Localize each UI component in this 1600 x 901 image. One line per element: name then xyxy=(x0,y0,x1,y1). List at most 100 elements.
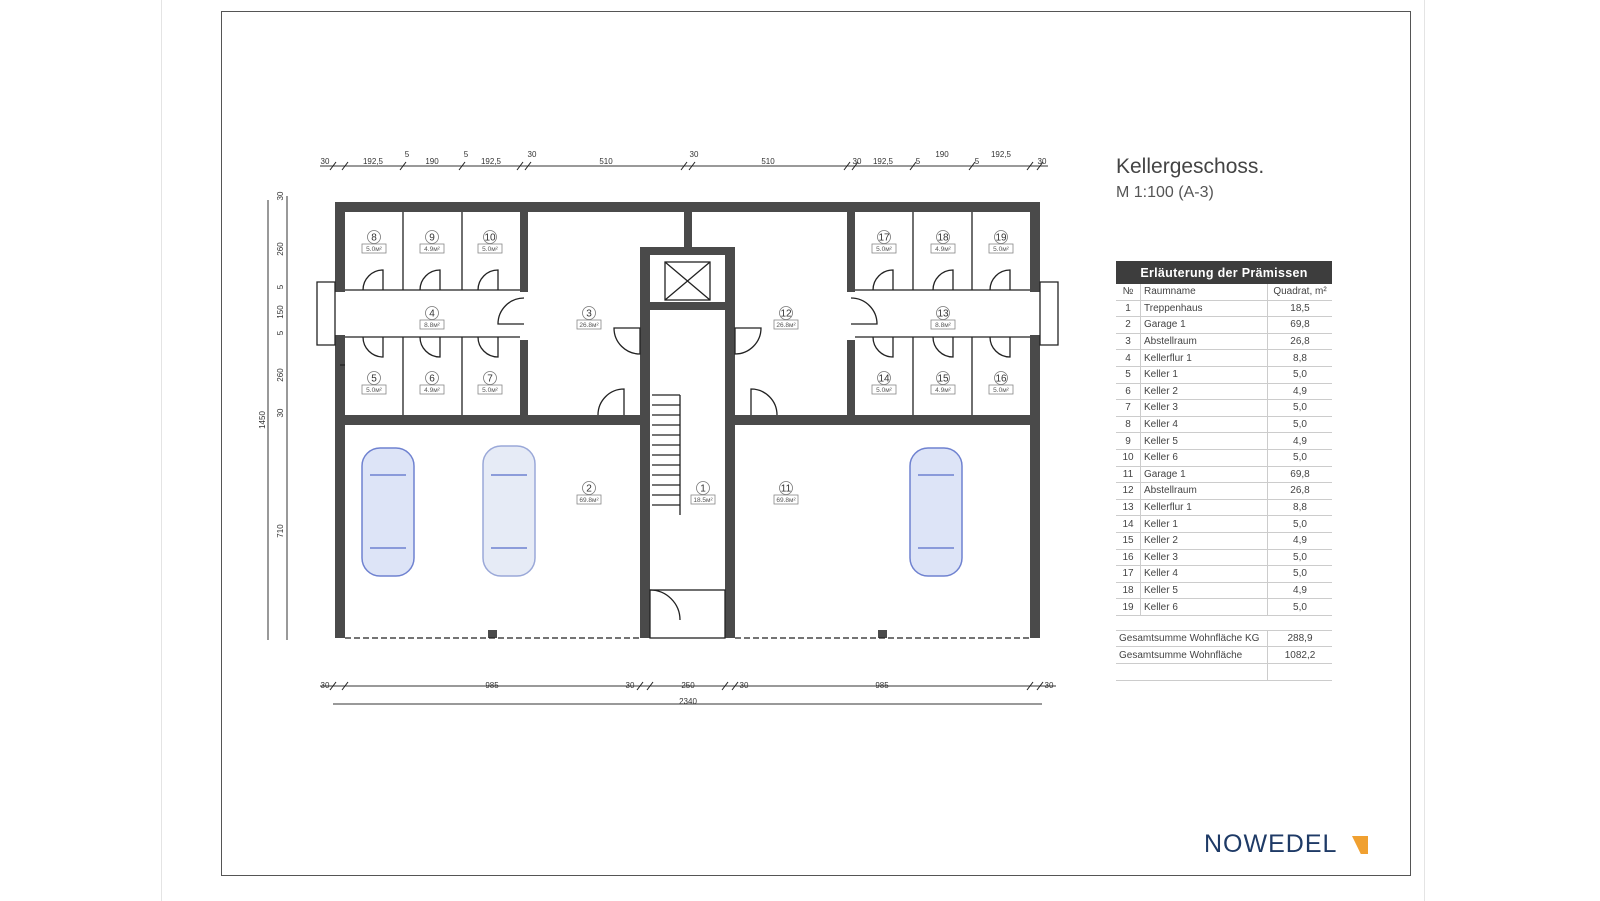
room-label: 7 5.0м² xyxy=(477,371,503,395)
dimension-label: 192,5 xyxy=(481,157,502,166)
room-number: 3 xyxy=(1116,333,1141,351)
room-name: Keller 2 xyxy=(1140,532,1268,550)
room-number: 17 xyxy=(878,233,890,244)
room-label: 10 5.0м² xyxy=(477,230,503,254)
column-header: Quadrat, m² xyxy=(1267,284,1332,301)
dimension-label: 5 xyxy=(276,284,285,289)
room-name: Treppenhaus xyxy=(1140,300,1268,318)
room-area: 5,0 xyxy=(1267,549,1332,567)
dimension-label: 30 xyxy=(853,157,862,166)
room-name: Keller 5 xyxy=(1140,432,1268,450)
room-name: Garage 1 xyxy=(1140,466,1268,484)
dimension-label: 150 xyxy=(276,305,285,319)
room-number: 4 xyxy=(429,309,435,320)
room-number: 8 xyxy=(371,233,377,244)
room-area: 4.9м² xyxy=(935,246,952,253)
room-area: 5,0 xyxy=(1267,515,1332,533)
room-label: 2 69.8м² xyxy=(576,481,602,505)
room-number: 19 xyxy=(1116,598,1141,616)
dimension-tick xyxy=(458,161,466,171)
room-name: Keller 3 xyxy=(1140,549,1268,567)
drawing-frame xyxy=(221,11,1411,876)
room-number: 16 xyxy=(1116,549,1141,567)
dimension-tick xyxy=(721,681,729,691)
room-area: 4.9м² xyxy=(424,387,441,394)
room-area: 5.0м² xyxy=(366,246,383,253)
room-label: 12 26.8м² xyxy=(773,306,799,330)
dimension-label: 5 xyxy=(464,150,469,159)
room-area: 26,8 xyxy=(1267,482,1332,500)
room-area: 5,0 xyxy=(1267,366,1332,384)
room-area: 8.8м² xyxy=(424,322,441,329)
room-name: Keller 3 xyxy=(1140,399,1268,417)
empty-row xyxy=(1116,663,1332,681)
legend-heading: Erläuterung der Prämissen xyxy=(1116,261,1332,284)
walls xyxy=(335,202,1040,638)
dimension-label: 985 xyxy=(485,681,499,690)
dimension-label: 30 xyxy=(276,191,285,200)
room-area: 5,0 xyxy=(1267,449,1332,467)
room-number: 6 xyxy=(1116,383,1141,401)
room-name: Garage 1 xyxy=(1140,316,1268,334)
dimension-label: 192,5 xyxy=(363,157,384,166)
dimension-tick xyxy=(1026,161,1034,171)
dimension-label: 510 xyxy=(761,157,775,166)
room-number: 11 xyxy=(781,484,792,495)
dimension-label: 985 xyxy=(875,681,889,690)
room-area: 5,0 xyxy=(1267,598,1332,616)
nowedel-logo: NOWEDEL xyxy=(1204,830,1338,858)
room-number: 1 xyxy=(1116,300,1141,318)
dimension-label: 30 xyxy=(1038,157,1047,166)
room-area: 69,8 xyxy=(1267,466,1332,484)
room-area: 4,9 xyxy=(1267,582,1332,600)
room-number: 5 xyxy=(371,374,377,385)
dimension-tick xyxy=(524,161,532,171)
dimension-label: 192,5 xyxy=(991,150,1012,159)
room-name: Keller 2 xyxy=(1140,383,1268,401)
room-label: 18 4.9м² xyxy=(930,230,956,254)
room-label: 4 8.8м² xyxy=(419,306,445,330)
room-number: 5 xyxy=(1116,366,1141,384)
room-label: 14 5.0м² xyxy=(871,371,897,395)
room-area: 26,8 xyxy=(1267,333,1332,351)
dimension-tick xyxy=(688,161,696,171)
room-area: 26.8м² xyxy=(776,322,796,329)
room-number: 13 xyxy=(1116,499,1141,517)
car-icon xyxy=(909,447,963,577)
dimension-tick xyxy=(1026,681,1034,691)
dimension-label: 30 xyxy=(740,681,749,690)
page-edge-left xyxy=(161,0,162,901)
dimension-label: 250 xyxy=(681,681,695,690)
room-number: 18 xyxy=(937,233,949,244)
room-area: 5.0м² xyxy=(993,246,1010,253)
page-edge-right xyxy=(1424,0,1425,901)
room-area: 4,9 xyxy=(1267,432,1332,450)
dimension-tick xyxy=(909,161,917,171)
room-number: 2 xyxy=(1116,316,1141,334)
dimension-label: 5 xyxy=(975,157,980,166)
dimension-label: 30 xyxy=(321,157,330,166)
premises-legend-table: Erläuterung der Prämissen № Raumname Qua… xyxy=(1116,261,1332,681)
room-number: 7 xyxy=(487,374,493,385)
room-name: Kellerflur 1 xyxy=(1140,349,1268,367)
room-number: 15 xyxy=(1116,532,1141,550)
room-name: Keller 4 xyxy=(1140,565,1268,583)
dimension-label: 30 xyxy=(690,150,699,159)
room-area: 5.0м² xyxy=(482,387,499,394)
room-name: Keller 4 xyxy=(1140,416,1268,434)
room-area: 8,8 xyxy=(1267,499,1332,517)
total-value: 1082,2 xyxy=(1267,646,1332,665)
dimension-tick xyxy=(329,681,337,691)
room-number: 15 xyxy=(937,374,949,385)
room-number: 7 xyxy=(1116,399,1141,417)
dimension-label: 2340 xyxy=(679,697,697,706)
room-area: 4.9м² xyxy=(935,387,952,394)
